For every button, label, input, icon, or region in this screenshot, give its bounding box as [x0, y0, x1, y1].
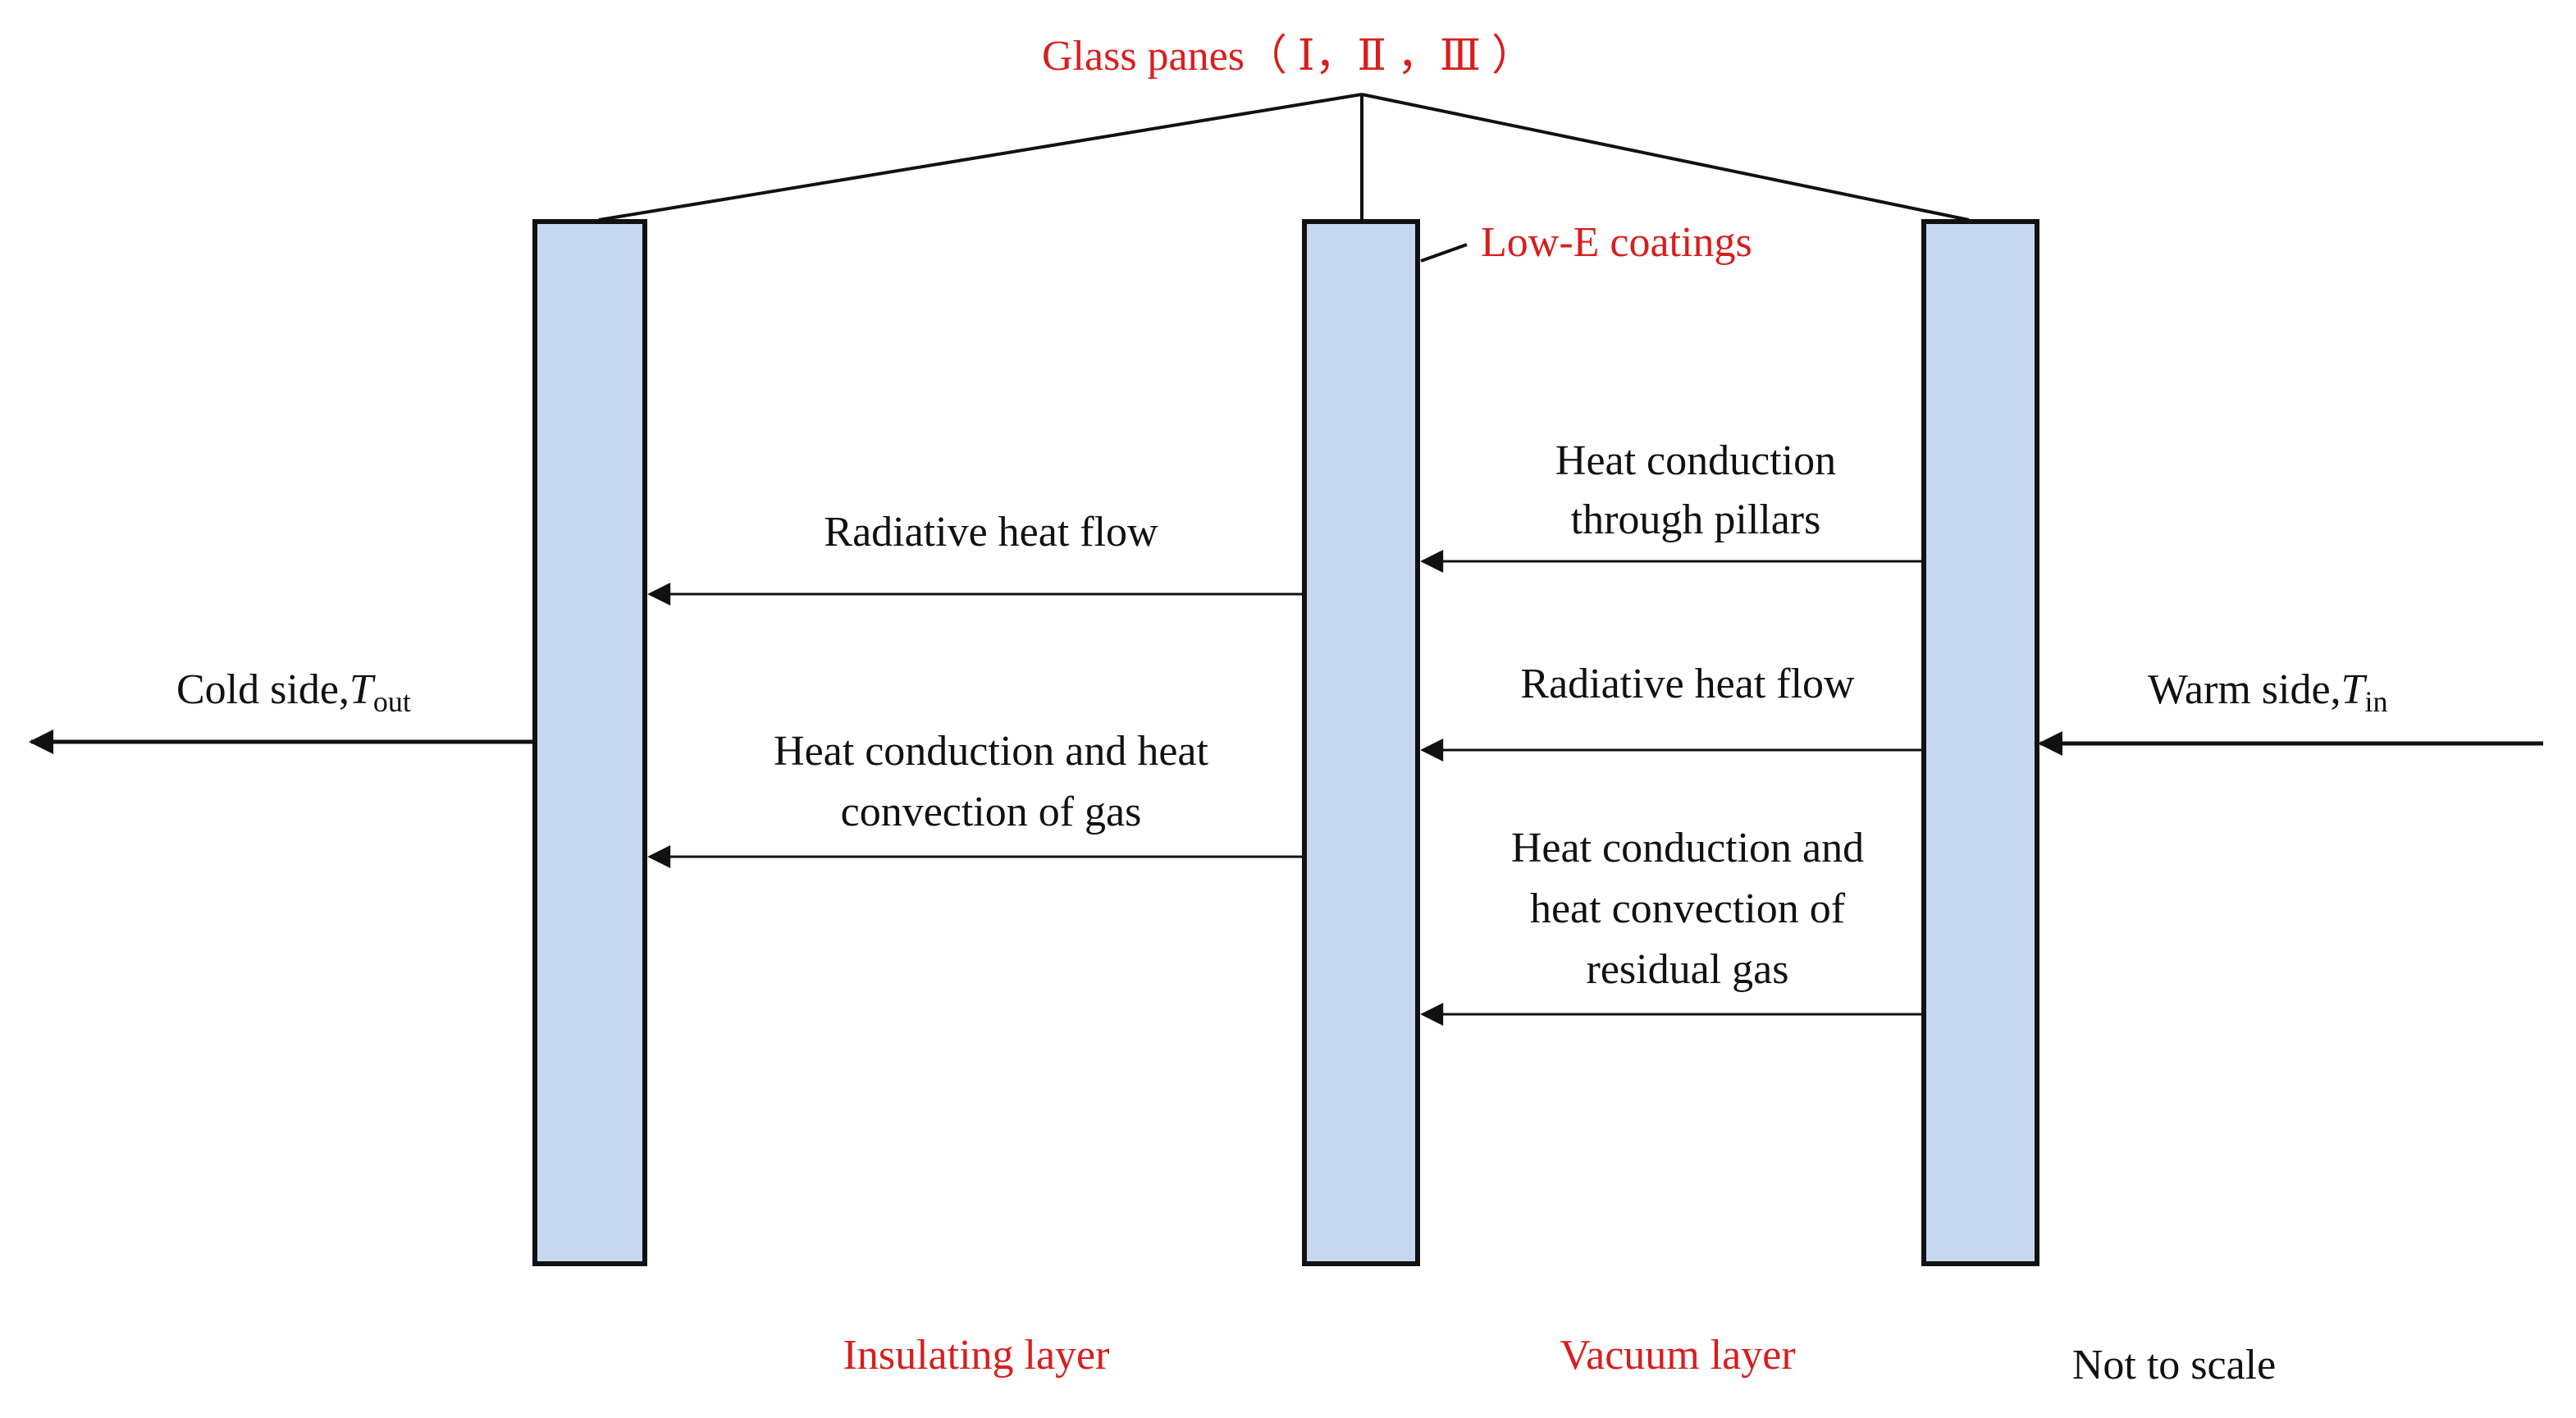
vacuum-flow-residual-line-1: Heat conduction and — [1511, 825, 1864, 871]
vacuum-flow-residual-line-3: residual gas — [1587, 946, 1789, 993]
insulating-flow-radiative-line-1: Radiative heat flow — [824, 509, 1158, 556]
vacuum-flow-residual-line-2: heat convection of — [1530, 885, 1846, 932]
insulating-flow-radiative: Radiative heat flow — [647, 509, 1304, 606]
cold-side-temperature-symbol: T — [349, 666, 376, 713]
connector-pane-3 — [1361, 93, 1970, 222]
glass-panes-label: Glass panes（ Ⅰ，Ⅱ ，Ⅲ ） — [1042, 33, 1534, 80]
vacuum-flow-pillars-line-1: Heat conduction — [1555, 437, 1836, 484]
glass-pane-1 — [532, 219, 647, 1266]
warm-side-text: Warm side, — [2148, 666, 2341, 713]
glass-panes-connectors — [598, 93, 1970, 222]
cold-side-subscript: out — [373, 685, 411, 718]
vacuum-flow-radiative: Radiative heat flow — [1420, 661, 1924, 762]
vacuum-flows: Heat conduction through pillars Radiativ… — [1420, 437, 1924, 1026]
vacuum-flow-radiative-line-1: Radiative heat flow — [1520, 661, 1855, 707]
not-to-scale-label: Not to scale — [2072, 1342, 2276, 1388]
insulating-flow-conduction-line-1: Heat conduction and heat — [774, 728, 1208, 775]
cold-side-text: Cold side, — [176, 666, 349, 713]
vacuum-flow-pillars: Heat conduction through pillars — [1420, 437, 1924, 573]
connector-pane-1 — [598, 93, 1363, 222]
insulating-layer-label: Insulating layer — [843, 1332, 1110, 1379]
vacuum-layer-label: Vacuum layer — [1560, 1332, 1795, 1379]
low-e-coatings-label: Low-E coatings — [1481, 219, 1752, 266]
insulating-flow-conduction-line-2: convection of gas — [841, 789, 1142, 835]
insulating-flows: Radiative heat flow Heat conduction and … — [647, 509, 1304, 868]
low-e-leader-line — [1420, 243, 1468, 263]
glass-pane-2 — [1302, 219, 1420, 1266]
cold-side-label: Cold side,Tout — [176, 666, 411, 718]
insulating-flow-conduction-convection: Heat conduction and heat convection of g… — [647, 728, 1304, 868]
vacuum-flow-pillars-line-2: through pillars — [1571, 496, 1821, 543]
warm-side-label: Warm side,Tin — [2148, 666, 2387, 718]
glass-pane-3 — [1921, 219, 2039, 1266]
vacuum-flow-residual-gas: Heat conduction and heat convection of r… — [1420, 825, 1924, 1026]
warm-side-subscript: in — [2364, 685, 2387, 718]
warm-side-temperature-symbol: T — [2341, 666, 2368, 713]
